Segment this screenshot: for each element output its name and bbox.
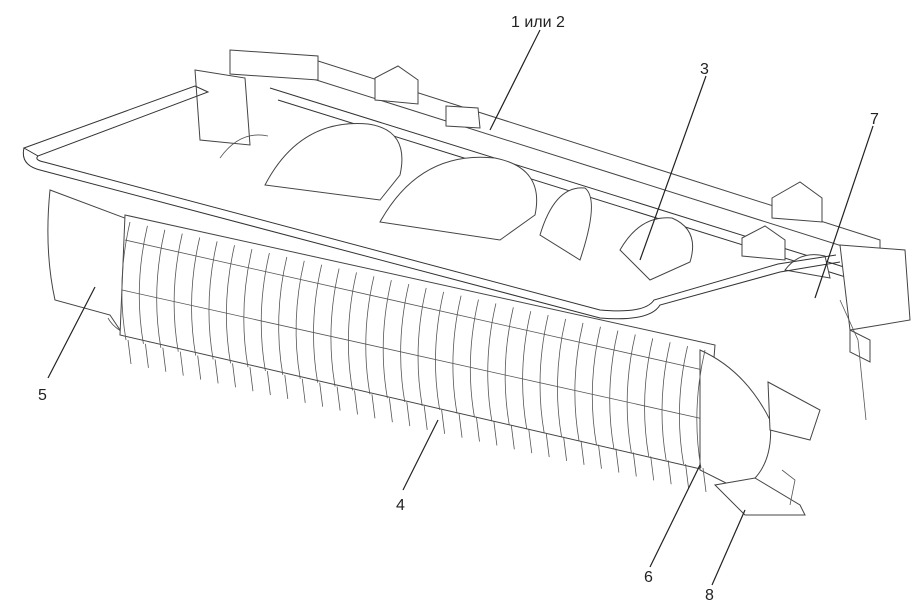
tine: [458, 413, 463, 438]
tine: [354, 390, 358, 415]
drum-band: [121, 221, 131, 341]
drum-band: [557, 318, 566, 438]
tine: [197, 355, 202, 380]
drum-band: [243, 249, 253, 368]
drum-band: [365, 276, 375, 395]
tine: [528, 429, 533, 454]
drum-band: [452, 295, 462, 414]
tine: [615, 448, 620, 473]
drum-band: [696, 349, 706, 469]
right-end-shield: [699, 299, 867, 516]
callout-6: 6: [644, 569, 653, 586]
drum-band: [330, 268, 340, 387]
drum-band: [347, 272, 357, 391]
tine: [284, 374, 289, 399]
drum-band: [138, 225, 148, 344]
callout-5: 5: [38, 387, 47, 404]
drum-band: [278, 256, 288, 375]
drum-band: [400, 283, 410, 403]
tine: [319, 382, 324, 407]
tine: [371, 394, 376, 419]
drum-band: [609, 330, 619, 449]
drum-band: [435, 291, 445, 410]
tine: [249, 367, 254, 392]
tine: [406, 402, 411, 427]
tine: [667, 460, 672, 485]
tine: [179, 351, 184, 376]
drum-band: [522, 311, 532, 430]
drum-band: [487, 303, 497, 422]
leader-lines: [47, 29, 874, 586]
drum-band: [191, 237, 201, 356]
drum-band: [679, 346, 688, 465]
tine: [232, 363, 236, 388]
drum-band: [226, 245, 235, 364]
tine: [510, 425, 515, 450]
callout-1-or-2: 1 или 2: [511, 14, 565, 31]
drum-band: [156, 229, 166, 348]
drum-band: [173, 233, 183, 352]
tine: [266, 370, 271, 396]
tine: [702, 467, 707, 493]
pickup-tines: [121, 221, 707, 493]
top-brackets: [374, 65, 823, 261]
tine: [685, 464, 689, 489]
tine: [580, 440, 585, 465]
frame-beam: [194, 49, 911, 363]
callout-7: 7: [870, 111, 879, 128]
tine: [145, 343, 149, 368]
drum-band: [295, 260, 305, 379]
tine: [127, 339, 132, 365]
drum-band: [260, 252, 270, 372]
tine: [545, 433, 550, 458]
tine: [632, 452, 637, 477]
guard-rail: [22, 85, 841, 320]
drum-band: [313, 264, 323, 383]
tine: [301, 378, 306, 403]
drum-band: [208, 241, 218, 360]
drum-band: [504, 307, 514, 426]
callout-4: 4: [396, 497, 405, 514]
drum-band: [626, 334, 636, 453]
tine: [650, 456, 655, 481]
tine: [563, 436, 568, 462]
drum-band: [661, 342, 671, 461]
tine: [162, 347, 167, 372]
drum-band: [417, 287, 427, 407]
tine: [598, 444, 602, 469]
auger-flights: [219, 123, 831, 281]
tine: [476, 417, 480, 442]
drum-band: [644, 338, 654, 457]
drum-band: [539, 315, 549, 434]
drum-band: [591, 326, 601, 445]
drum-band: [469, 299, 479, 418]
drum-band: [574, 322, 584, 441]
drum-band: [382, 280, 392, 399]
tine: [441, 409, 446, 434]
tine: [336, 386, 341, 411]
callout-8: 8: [705, 587, 714, 604]
callout-3: 3: [700, 61, 709, 78]
tine: [493, 421, 498, 446]
tine: [214, 359, 219, 384]
tine: [423, 405, 428, 430]
tine: [388, 398, 393, 423]
